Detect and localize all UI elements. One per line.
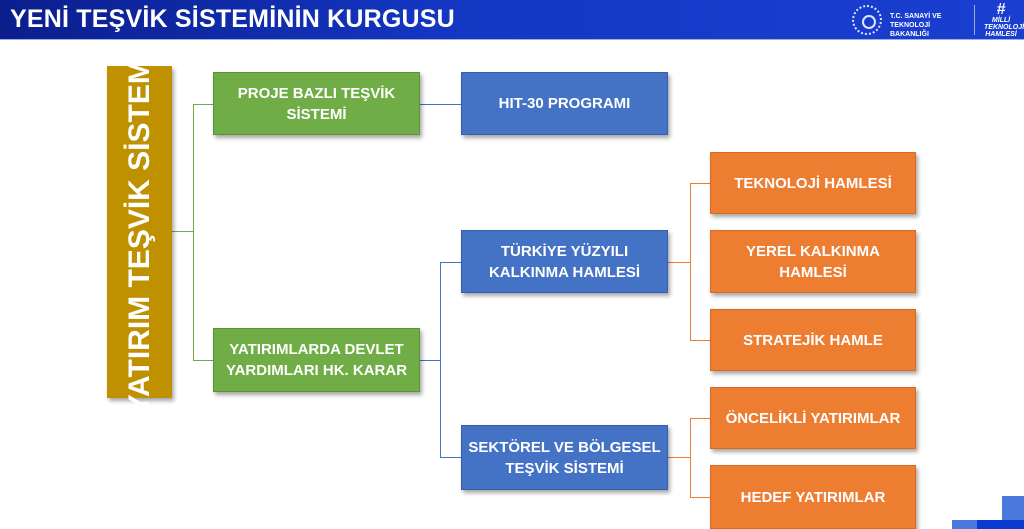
node-turkiye-yuzyili: TÜRKİYE YÜZYILI KALKINMA HAMLESİ (461, 230, 668, 293)
campaign-logo: #MİLLİ TEKNOLOJİ HAMLESİ (984, 1, 1024, 39)
connector (193, 104, 194, 361)
ministry-logo-icon (852, 5, 882, 35)
connector (690, 418, 691, 498)
connector (440, 262, 461, 263)
connector (193, 360, 213, 361)
node-hit30: HIT-30 PROGRAMI (461, 72, 668, 135)
root-label: YATIRIM TEŞVİK SİSTEMİ (123, 50, 157, 414)
ministry-name: T.C. SANAYİ VE TEKNOLOJİ BAKANLIĞI (890, 13, 942, 38)
node-proje-bazli: PROJE BAZLI TEŞVİK SİSTEMİ (213, 72, 420, 135)
connector (440, 457, 461, 458)
node-yerel-kalkinma: YEREL KALKINMA HAMLESİ (710, 230, 916, 293)
node-hedef-yatirimlar: HEDEF YATIRIMLAR (710, 465, 916, 529)
decorative-block (977, 520, 1024, 529)
divider (974, 5, 975, 35)
campaign-text: MİLLİ TEKNOLOJİ HAMLESİ (984, 17, 1024, 38)
connector (172, 231, 193, 232)
connector (690, 418, 710, 419)
page-title: YENİ TEŞVİK SİSTEMİNİN KURGUSU (10, 5, 455, 33)
connector (440, 262, 441, 458)
hashtag-icon: # (996, 1, 1006, 18)
header-bar: YENİ TEŞVİK SİSTEMİNİN KURGUSU T.C. SANA… (0, 0, 1024, 40)
connector (690, 183, 710, 184)
connector (690, 497, 710, 498)
node-teknoloji-hamlesi: TEKNOLOJİ HAMLESİ (710, 152, 916, 214)
root-node: YATIRIM TEŞVİK SİSTEMİ (107, 50, 172, 414)
connector (690, 340, 710, 341)
node-devlet-yardimlari: YATIRIMLARDA DEVLET YARDIMLARI HK. KARAR (213, 328, 420, 392)
connector (668, 262, 690, 263)
node-sektorel-bolgesel: SEKTÖREL VE BÖLGESEL TEŞVİK SİSTEMİ (461, 425, 668, 490)
connector (420, 360, 440, 361)
connector (193, 104, 213, 105)
node-stratejik-hamle: STRATEJİK HAMLE (710, 309, 916, 371)
connector (690, 183, 691, 341)
connector (420, 104, 461, 105)
node-oncelikli-yatirimlar: ÖNCELİKLİ YATIRIMLAR (710, 387, 916, 449)
connector (668, 457, 690, 458)
